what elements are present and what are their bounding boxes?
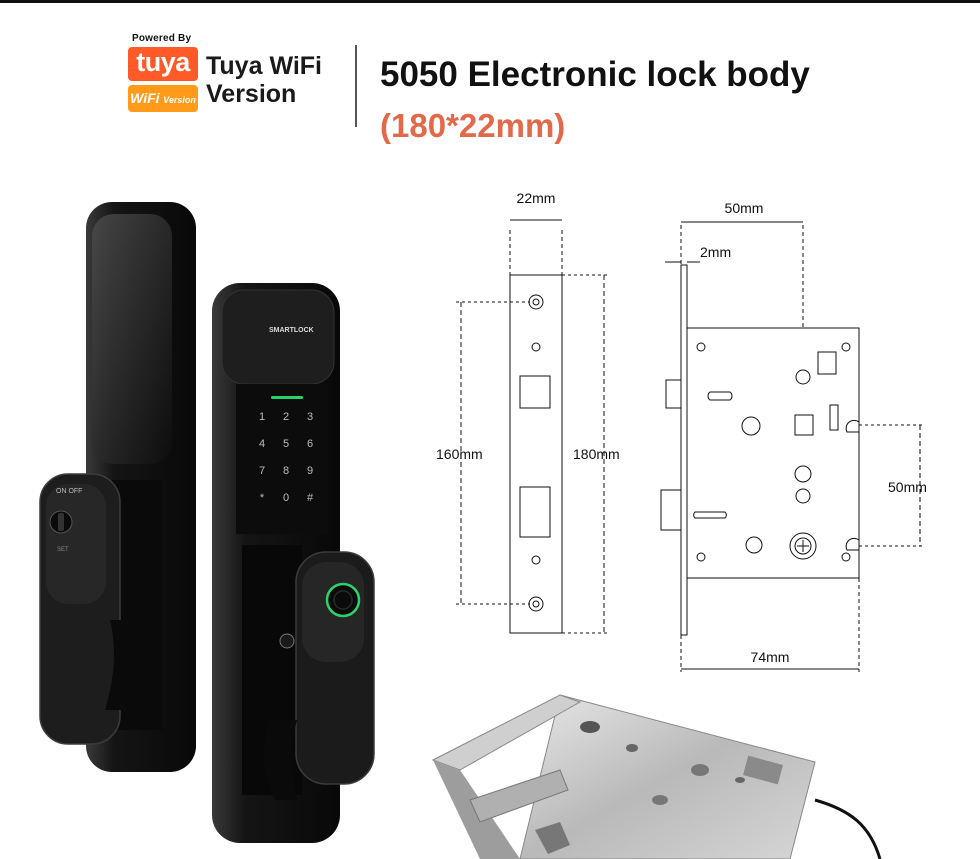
keypad-key[interactable]: 6 bbox=[307, 438, 313, 450]
keypad-key[interactable]: # bbox=[307, 492, 314, 504]
dim-case-width: 74mm bbox=[751, 649, 790, 665]
switch-label: ON OFF bbox=[56, 488, 82, 495]
keypad-key[interactable]: 0 bbox=[283, 492, 289, 504]
tuya-version-line2: Version bbox=[206, 80, 297, 108]
dim-case-depth: 50mm bbox=[725, 200, 764, 216]
dim-center-distance: 50mm bbox=[888, 479, 927, 495]
smartlock-label: SMARTLOCK bbox=[269, 327, 314, 334]
dim-outer-height: 180mm bbox=[573, 446, 620, 462]
lock-body-drawing bbox=[660, 221, 925, 672]
keypad-key[interactable]: 2 bbox=[283, 411, 289, 423]
tuya-version-title: Tuya WiFi Version bbox=[206, 52, 322, 108]
back-lever bbox=[105, 620, 139, 710]
keypad-key[interactable]: 7 bbox=[259, 465, 265, 477]
keypad-key[interactable]: 3 bbox=[307, 411, 313, 423]
dim-plate-thickness: 2mm bbox=[700, 244, 731, 260]
set-label: SET bbox=[57, 547, 69, 553]
powered-by-label: Powered By bbox=[132, 33, 192, 44]
front-lever bbox=[263, 720, 297, 800]
dim-faceplate-width: 22mm bbox=[517, 190, 556, 206]
keypad-key[interactable]: 4 bbox=[259, 438, 265, 450]
tuya-logo-text: tuya bbox=[136, 47, 190, 77]
header-divider bbox=[355, 45, 357, 127]
version-badge-text: Version bbox=[163, 95, 196, 105]
wifi-badge-text: WiFi bbox=[130, 90, 160, 106]
faceplate-drawing bbox=[456, 219, 610, 634]
top-border bbox=[0, 0, 980, 3]
status-light bbox=[271, 396, 303, 399]
keypad-key[interactable]: 5 bbox=[283, 438, 289, 450]
keypad-key[interactable]: 9 bbox=[307, 465, 313, 477]
knob-icon bbox=[49, 510, 73, 534]
page-title: 5050 Electronic lock body bbox=[380, 55, 810, 94]
page-subtitle: (180*22mm) bbox=[380, 107, 566, 144]
fingerprint-sensor-icon[interactable] bbox=[325, 582, 361, 618]
tuya-version-line1: Tuya WiFi bbox=[206, 52, 322, 80]
dim-inner-height: 160mm bbox=[436, 446, 483, 462]
tuya-logo: tuya bbox=[128, 47, 198, 81]
keypad[interactable]: 1 2 3 4 5 6 7 8 9 * 0 # bbox=[259, 411, 314, 504]
wifi-version-badge: WiFi Version bbox=[128, 85, 198, 112]
keypad-key[interactable]: 8 bbox=[283, 465, 289, 477]
steel-lock-body-photo bbox=[431, 694, 882, 859]
keypad-key[interactable]: 1 bbox=[259, 411, 265, 423]
key-hole-icon bbox=[279, 633, 295, 649]
keypad-key[interactable]: * bbox=[260, 492, 265, 504]
